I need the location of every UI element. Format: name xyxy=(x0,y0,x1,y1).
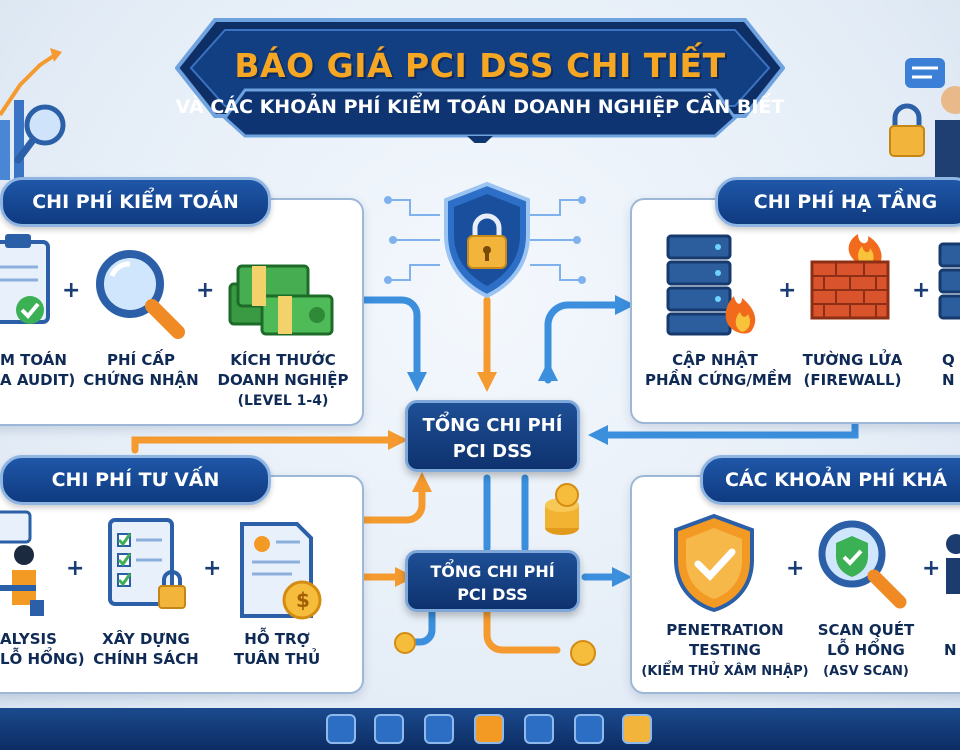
businessman-icon xyxy=(935,86,960,180)
globe-icon xyxy=(374,714,404,744)
settings-icon xyxy=(524,714,554,744)
document-coin-icon: $ xyxy=(240,522,322,620)
lock-icon xyxy=(474,714,504,744)
coin-stack-icon xyxy=(545,483,579,535)
magnifier-decor-icon xyxy=(14,104,66,164)
coin-icon xyxy=(394,632,416,654)
panel-audit-heading: CHI PHÍ KIỂM TOÁN xyxy=(0,177,271,227)
firewall-icon xyxy=(810,234,890,320)
page-subtitle: VÀ CÁC KHOẢN PHÍ KIỂM TOÁN DOANH NGHIỆP … xyxy=(175,96,785,118)
growth-chart-icon xyxy=(0,48,62,180)
shield-check-icon xyxy=(674,513,754,612)
page-title: BÁO GIÁ PCI DSS CHI TIẾT xyxy=(234,46,726,85)
panel-other-heading: CÁC KHOẢN PHÍ KHÁ xyxy=(700,455,960,505)
plus-sign: + xyxy=(66,556,85,581)
plus-sign: + xyxy=(203,556,222,581)
person-icon xyxy=(946,534,960,594)
svg-text:$: $ xyxy=(296,588,310,612)
server-fire-icon xyxy=(666,234,756,336)
chart-icon xyxy=(574,714,604,744)
server-rack-icon xyxy=(938,242,960,320)
other-item-3-label: N xyxy=(944,641,957,659)
plus-sign: + xyxy=(912,278,931,303)
panel-consult-heading: CHI PHÍ TƯ VẤN xyxy=(0,455,271,505)
chat-bubble-icon xyxy=(905,58,945,88)
security-shield-icon xyxy=(444,181,530,299)
panel-infra-heading: CHI PHÍ HẠ TẦNG xyxy=(715,177,960,227)
clipboard-check-icon xyxy=(0,234,50,324)
padlock-decor-icon xyxy=(889,103,925,157)
plus-sign: + xyxy=(786,556,805,581)
infra-item-2-label: TƯỜNG LỬA(FIREWALL) xyxy=(802,351,903,389)
plus-sign: + xyxy=(922,556,941,581)
coin-icon xyxy=(570,640,596,666)
magnifier-icon xyxy=(96,250,185,339)
analyst-person-icon xyxy=(0,510,44,616)
money-stack-icon xyxy=(228,264,334,336)
scan-shield-icon xyxy=(818,520,907,609)
plus-sign: + xyxy=(196,278,215,303)
plus-sign: + xyxy=(62,278,81,303)
title-banner: BÁO GIÁ PCI DSS CHI TIẾT VÀ CÁC KHOẢN PH… xyxy=(175,18,785,143)
plus-sign: + xyxy=(778,278,797,303)
folder-icon xyxy=(622,714,652,744)
banner-frame xyxy=(175,18,785,143)
network-icon xyxy=(424,714,454,744)
checklist-lock-icon xyxy=(108,518,186,609)
presentation-icon xyxy=(326,714,356,744)
